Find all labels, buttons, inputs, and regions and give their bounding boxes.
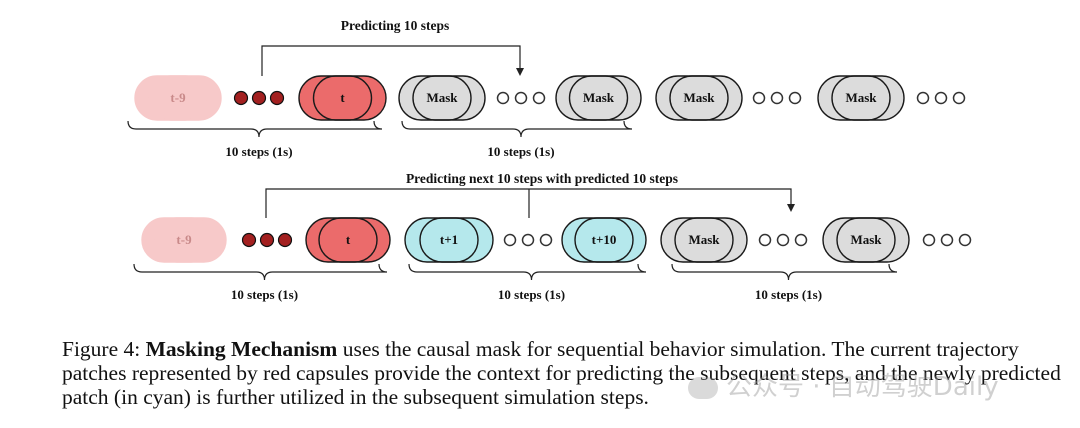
capsule-inner-ring [412,75,472,121]
capsule-label: t+1 [440,232,458,247]
brace-label: 10 steps (1s) [225,144,292,159]
hollow-dot-icon [496,91,510,105]
capsule-inner-ring [831,75,891,121]
capsule-inner-ring [836,217,896,263]
red-dot-icon [269,90,285,106]
caption-body: uses the causal mask for sequential beha… [62,337,1061,409]
hollow-dot-icon [521,233,535,247]
capsule-label: t [340,90,345,105]
brace [133,263,388,281]
capsule-inner-ring [154,217,214,263]
hollow-dot-icon [539,233,553,247]
capsule-label: Mask [426,90,458,105]
capsule-label: t-9 [176,232,192,247]
hollow-dot-icon [752,91,766,105]
brace-label: 10 steps (1s) [231,287,298,302]
capsule-inner-ring [318,217,378,263]
hollow-dot-icon [788,91,802,105]
hollow-dot-icon [940,233,954,247]
row2-group: t-9 t t+1 t+10 Mask Mask 10 steps (1s) 10 steps… [133,171,972,302]
capsule-label: Mask [850,232,882,247]
hollow-dot-icon [532,91,546,105]
brace [127,120,383,138]
capsule-label: t [346,232,351,247]
capsule-inner-ring [148,75,208,121]
hollow-dot-icon [952,91,966,105]
hollow-dot-icon [514,91,528,105]
red-dot-icon [233,90,249,106]
caption-bold-title: Masking Mechanism [145,337,338,361]
caption-prefix: Figure 4: [62,337,146,361]
capsule-inner-ring [674,217,734,263]
capsule-inner-ring [419,217,479,263]
capsule-label: Mask [688,232,720,247]
capsule-inner-ring [568,75,629,121]
prediction-arrow [261,45,521,76]
red-dot-icon [259,232,275,248]
capsule-inner-ring [312,75,373,121]
brace-label: 10 steps (1s) [755,287,822,302]
arrow-head-icon [516,68,524,76]
brace-label: 10 steps (1s) [498,287,565,302]
hollow-dot-icon [958,233,972,247]
capsule-inner-ring [574,217,634,263]
red-dot-icon [251,90,267,106]
arrow-head-icon [787,204,795,212]
prediction-arrow-label: Predicting next 10 steps with predicted … [406,171,678,186]
hollow-dot-icon [916,91,930,105]
hollow-dot-icon [922,233,936,247]
capsule-label: Mask [583,90,615,105]
hollow-dot-icon [770,91,784,105]
capsule-label: t+10 [592,232,617,247]
hollow-dot-icon [794,233,808,247]
brace [401,120,633,138]
figure-caption: Figure 4: Masking Mechanism uses the cau… [62,337,1062,409]
brace-label: 10 steps (1s) [487,144,554,159]
red-dot-icon [241,232,257,248]
hollow-dot-icon [503,233,517,247]
hollow-dot-icon [934,91,948,105]
capsule-label: t-9 [170,90,186,105]
capsule-label: Mask [683,90,715,105]
capsule-label: Mask [845,90,877,105]
red-dot-icon [277,232,293,248]
row1-group: t-9 t Mask Mask Mask Mask 10 steps (1s) 10 step… [127,18,966,159]
brace [408,263,647,281]
hollow-dot-icon [776,233,790,247]
hollow-dot-icon [758,233,772,247]
brace [671,263,898,281]
prediction-arrow-label: Predicting 10 steps [341,18,450,33]
capsule-inner-ring [669,75,729,121]
